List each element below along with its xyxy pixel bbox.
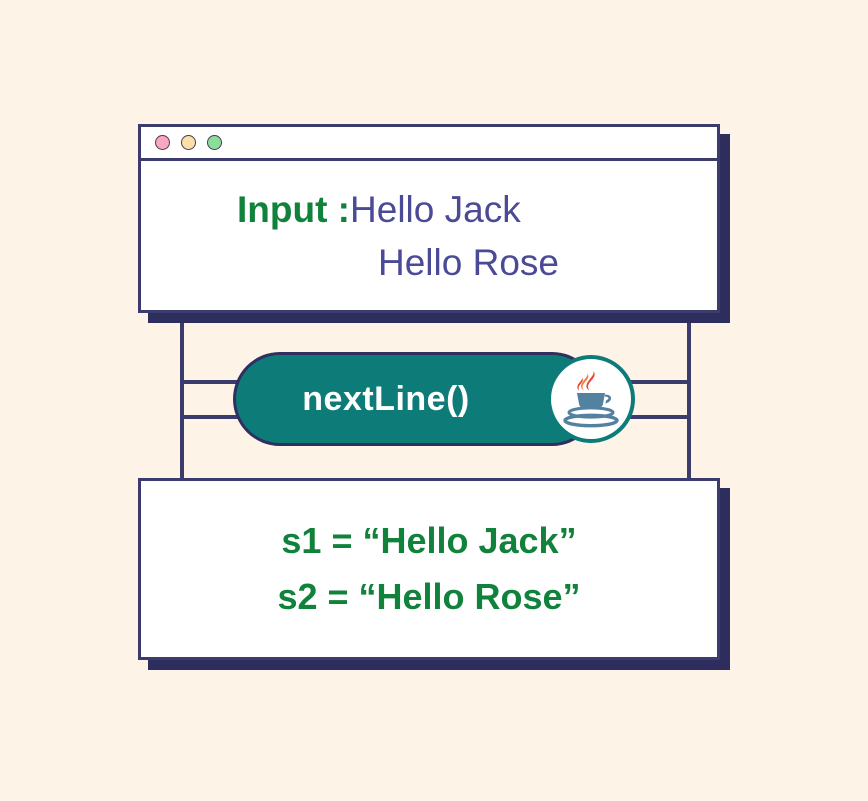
java-logo-icon — [563, 371, 619, 428]
output-line-1: s1 = “Hello Jack” — [281, 520, 577, 561]
input-line-2: Hello Rose — [237, 236, 717, 289]
method-pill-label: nextLine() — [302, 379, 470, 418]
maximize-button-dot[interactable] — [207, 135, 222, 150]
input-label: Input : — [237, 188, 351, 230]
method-pill-body[interactable]: nextLine() — [233, 352, 599, 446]
input-line-1: Input :Hello Jack — [237, 183, 717, 236]
input-window: Input :Hello Jack Hello Rose — [138, 124, 720, 313]
java-logo-badge — [547, 355, 635, 443]
input-value-line-1: Hello Jack — [350, 188, 521, 230]
output-line-2: s2 = “Hello Rose” — [277, 576, 581, 617]
input-window-body: Input :Hello Jack Hello Rose — [141, 161, 717, 310]
input-value-line-2: Hello Rose — [378, 241, 559, 283]
minimize-button-dot[interactable] — [181, 135, 196, 150]
close-button-dot[interactable] — [155, 135, 170, 150]
input-window-titlebar — [141, 127, 717, 161]
method-pill[interactable]: nextLine() — [233, 352, 635, 446]
output-window: s1 = “Hello Jack” s2 = “Hello Rose” — [138, 478, 720, 660]
